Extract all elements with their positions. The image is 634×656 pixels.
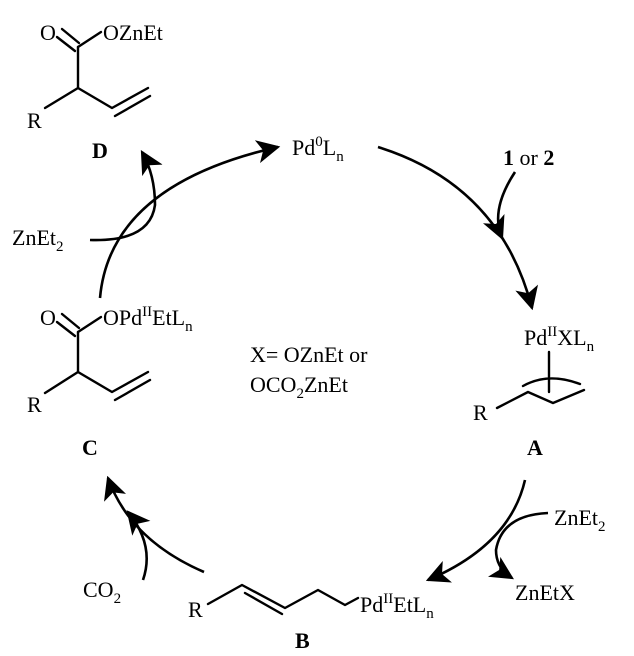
b-pd-label: PdIIEtLn bbox=[360, 591, 434, 622]
d-vinyl bbox=[76, 86, 150, 110]
a-allyl-pi bbox=[521, 377, 582, 388]
c-carbonyl-a bbox=[55, 320, 77, 338]
arrow-c-to-pd0 bbox=[98, 140, 281, 299]
c-oxygen: O bbox=[40, 305, 56, 330]
c-carbonyl-b bbox=[60, 312, 81, 330]
transmet-znet2: ZnEt2 bbox=[554, 505, 606, 535]
c-vinyl bbox=[76, 370, 150, 394]
d-ester-bond bbox=[76, 30, 103, 49]
c-ester-bond bbox=[76, 315, 103, 334]
d-oxygen: O bbox=[40, 20, 56, 45]
arrow-transmetalation bbox=[487, 511, 549, 580]
note-line2: OCO2ZnEt bbox=[250, 372, 348, 402]
arrow-b-to-c bbox=[104, 475, 205, 574]
a-allyl-bonds bbox=[495, 388, 586, 410]
reagent-label: 1 or 2 bbox=[503, 145, 554, 170]
arrow-reagent-in bbox=[482, 171, 517, 241]
c-backbone bbox=[43, 330, 80, 395]
co2-label: CO2 bbox=[83, 577, 121, 607]
catalyst-pd0: Pd0Ln bbox=[292, 134, 344, 165]
a-pd-label: PdIIXLn bbox=[524, 324, 595, 355]
b-double-bond bbox=[243, 591, 284, 616]
arrow-pd0-to-a bbox=[377, 145, 539, 311]
b-r-group: R bbox=[188, 597, 203, 622]
d-carbonyl-b bbox=[60, 27, 81, 45]
a-label: A bbox=[527, 435, 543, 460]
note-line1: X= OZnEt or bbox=[250, 342, 368, 367]
d-carbonyl-a bbox=[55, 35, 77, 53]
b-label: B bbox=[295, 628, 310, 653]
c-vinyl-double bbox=[113, 378, 152, 402]
d-oznet-label: OZnEt bbox=[103, 20, 163, 45]
a-r-group: R bbox=[473, 400, 488, 425]
arrow-d-release bbox=[89, 149, 163, 242]
d-backbone bbox=[43, 45, 80, 110]
d-vinyl-double bbox=[113, 94, 152, 118]
c-r-group: R bbox=[27, 392, 42, 417]
c-opd-label: OPdIIEtLn bbox=[103, 304, 193, 335]
transmet-znetx: ZnEtX bbox=[515, 580, 575, 605]
c-label: C bbox=[82, 435, 98, 460]
d-label: D bbox=[92, 138, 108, 163]
d-r-group: R bbox=[27, 108, 42, 133]
arrow-co2-release bbox=[126, 510, 151, 581]
arrow-a-to-b bbox=[425, 479, 527, 583]
final-znet2: ZnEt2 bbox=[12, 225, 64, 255]
b-allyl-chain bbox=[206, 583, 360, 610]
